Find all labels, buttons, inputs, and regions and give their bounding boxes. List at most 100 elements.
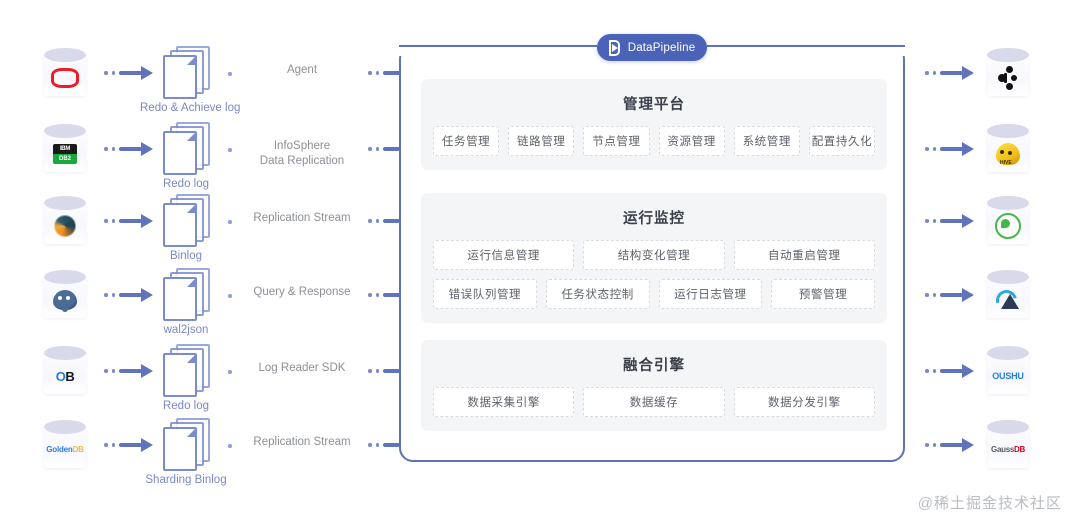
mysql-icon	[44, 210, 86, 242]
target-arrow	[925, 214, 974, 228]
chip-data-cache[interactable]: 数据缓存	[583, 387, 725, 417]
connector-dot	[375, 293, 379, 297]
connector-dot	[375, 443, 379, 447]
connector-dot	[932, 443, 936, 447]
source-arrow	[104, 214, 153, 228]
chip-task-state-control[interactable]: 任务状态控制	[545, 279, 650, 309]
connector-dot	[925, 369, 929, 373]
target-row-kafka	[925, 48, 1045, 104]
db-cylinder-postgresql	[44, 270, 86, 322]
connector-dot	[368, 293, 372, 297]
cylinder-top	[987, 196, 1029, 210]
arrow-icon	[119, 66, 153, 80]
panel-title: 管理平台	[623, 97, 685, 113]
gaussdb-icon: GaussDB	[991, 445, 1025, 454]
chip-row: 运行信息管理 结构变化管理 自动重启管理	[433, 240, 875, 270]
db-cylinder-goldendb: GoldenDB	[44, 420, 86, 472]
document-stack-label: wal2json	[163, 324, 209, 336]
connector-dot	[111, 71, 115, 75]
arrow-icon	[940, 66, 974, 80]
document-stack-icon: Binlog	[162, 194, 210, 262]
chip-auto-restart-management[interactable]: 自动重启管理	[733, 240, 875, 270]
chip-error-queue-management[interactable]: 错误队列管理	[433, 279, 537, 309]
connector-dot	[375, 147, 379, 151]
db-cylinder-greenplum	[987, 196, 1029, 248]
cylinder-top	[44, 48, 86, 62]
connector-dot	[104, 443, 108, 447]
connector-dot	[932, 71, 936, 75]
connector-dot	[111, 293, 115, 297]
chip-config-persistence[interactable]: 配置持久化	[808, 126, 876, 156]
connector-dot	[104, 71, 108, 75]
target-arrow	[925, 66, 974, 80]
document-stack-label: Sharding Binlog	[145, 474, 227, 486]
postgresql-icon	[44, 284, 86, 316]
source-row-postgresql: wal2json Query & Response	[44, 268, 417, 336]
document-stack-icon: Redo log	[162, 122, 210, 190]
goldendb-icon: GoldenDB	[46, 445, 84, 454]
chip-data-distribution-engine[interactable]: 数据分发引擎	[733, 387, 875, 417]
db-cylinder-oracle	[44, 48, 86, 100]
chip-system-management[interactable]: 系统管理	[733, 126, 800, 156]
connector-dot	[368, 219, 372, 223]
connector-dot	[375, 71, 379, 75]
db-cylinder-mysql	[44, 196, 86, 248]
document-stack-label: Redo & Achieve log	[140, 102, 241, 114]
target-arrow	[925, 288, 974, 302]
connector-dot	[111, 443, 115, 447]
chip-task-management[interactable]: 任务管理	[433, 126, 500, 156]
notch-line-right	[707, 45, 905, 47]
chip-node-management[interactable]: 节点管理	[583, 126, 650, 156]
chip-data-collection-engine[interactable]: 数据采集引擎	[433, 387, 575, 417]
chip-alert-management[interactable]: 预警管理	[771, 279, 875, 309]
chip-schema-change-management[interactable]: 结构变化管理	[583, 240, 725, 270]
arrow-icon	[119, 142, 153, 156]
connector-dot	[111, 219, 115, 223]
ingestion-method-label: Query & Response	[253, 286, 351, 298]
chip-runtime-log-management[interactable]: 运行日志管理	[658, 279, 763, 309]
cylinder-top	[987, 346, 1029, 360]
chip-link-management[interactable]: 链路管理	[508, 126, 575, 156]
datapipeline-logo-icon	[608, 39, 623, 56]
db-cylinder-delta-lake	[987, 270, 1029, 322]
method-label-line1: InfoSphere	[273, 140, 331, 152]
source-arrow	[104, 66, 153, 80]
chip-runtime-info-management[interactable]: 运行信息管理	[433, 240, 575, 270]
chip-row: 错误队列管理 任务状态控制 运行日志管理 预警管理	[433, 279, 875, 309]
arrow-icon	[119, 438, 153, 452]
connector-dot	[925, 443, 929, 447]
label-bullet-dot	[228, 148, 232, 152]
arrow-icon	[940, 364, 974, 378]
chip-resource-management[interactable]: 资源管理	[658, 126, 725, 156]
document-stack-icon: Redo & Achieve log	[140, 46, 240, 114]
connector-dot	[925, 147, 929, 151]
label-bullet-dot	[228, 444, 232, 448]
db-cylinder-gaussdb: GaussDB	[987, 420, 1029, 472]
label-bullet-dot	[228, 294, 232, 298]
connector-dot	[104, 219, 108, 223]
target-row-greenplum	[925, 196, 1045, 252]
greenplum-icon	[987, 210, 1029, 242]
connector-dot	[104, 147, 108, 151]
label-bullet-dot	[228, 72, 232, 76]
connector-dot	[925, 219, 929, 223]
datapipeline-badge-label: DataPipeline	[627, 41, 696, 54]
datapipeline-container: 管理平台 任务管理 链路管理 节点管理 资源管理 系统管理 配置持久化 运行监控…	[399, 45, 905, 462]
source-arrow	[104, 438, 153, 452]
connector-dot	[104, 369, 108, 373]
target-row-gaussdb: GaussDB	[925, 420, 1045, 476]
chip-row: 任务管理 链路管理 节点管理 资源管理 系统管理 配置持久化	[433, 126, 876, 156]
panel-runtime-monitoring: 运行监控 运行信息管理 结构变化管理 自动重启管理 错误队列管理 任务状态控制 …	[421, 193, 887, 323]
arrow-icon	[940, 142, 974, 156]
label-bullet-dot	[228, 370, 232, 374]
document-stack-label: Redo log	[162, 400, 210, 412]
arrow-icon	[940, 288, 974, 302]
method-label-line2: Data Replication	[259, 155, 345, 167]
oceanbase-icon: OB	[55, 368, 75, 384]
